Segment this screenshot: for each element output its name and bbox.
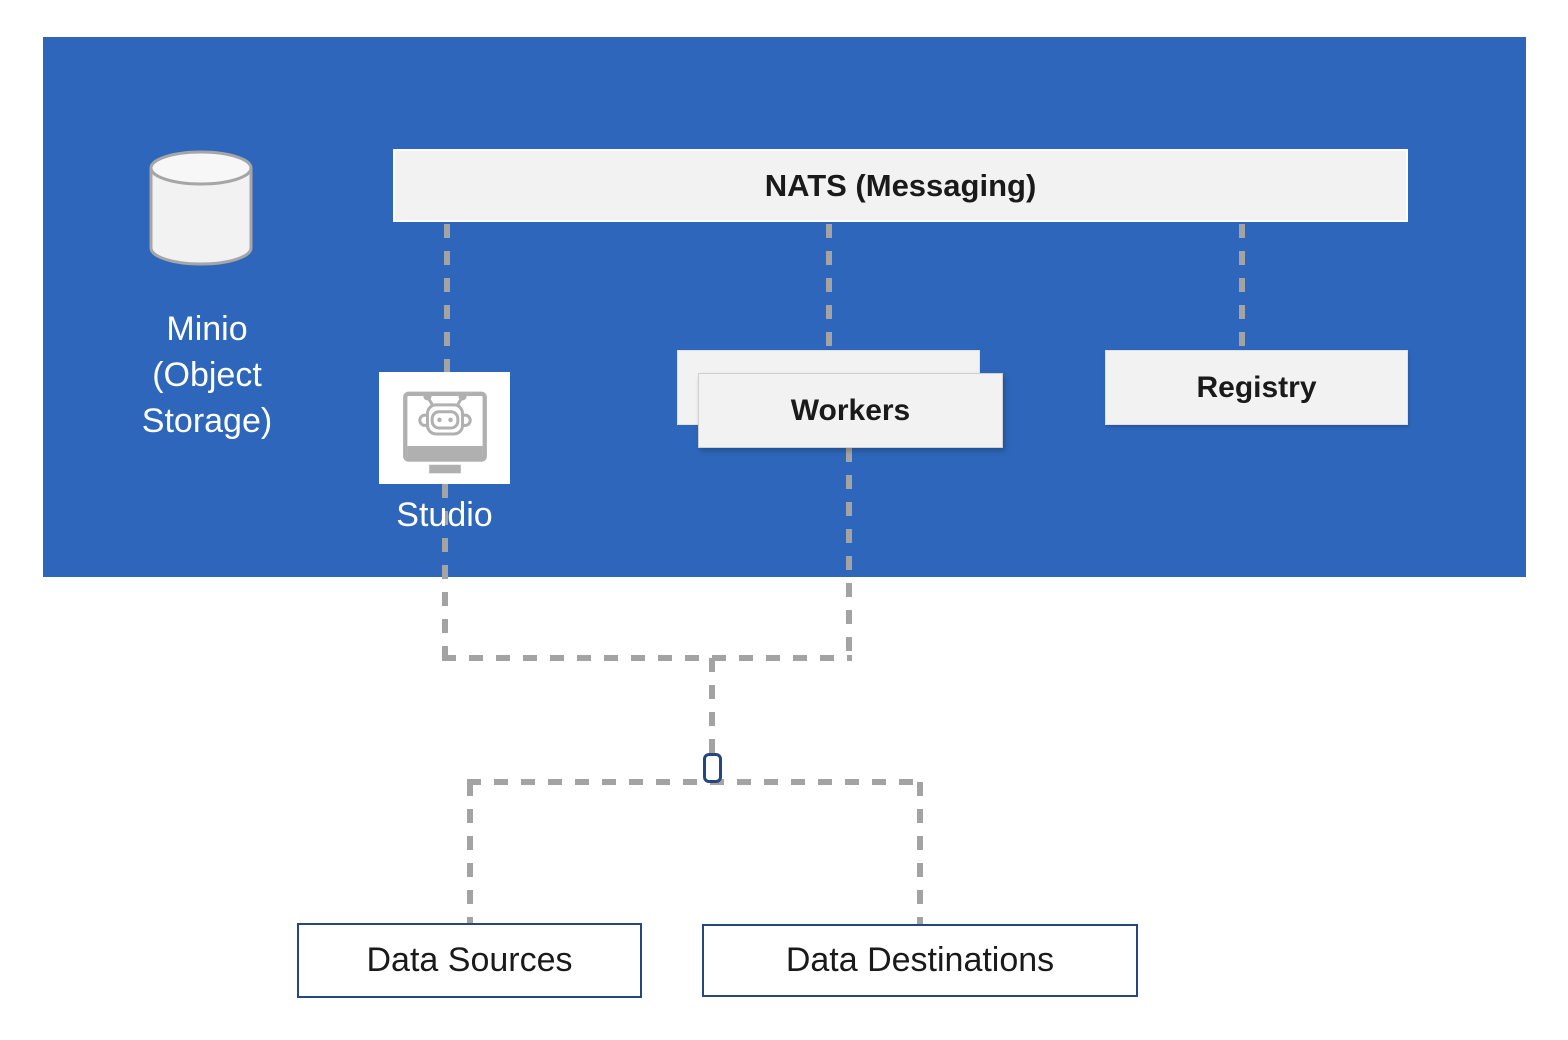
connector-workers-down: [846, 448, 852, 658]
connector-middle-down: [709, 658, 715, 756]
registry-label: Registry: [1196, 370, 1317, 404]
connector-to-data-destinations: [917, 782, 923, 924]
data-sources-box: Data Sources: [297, 923, 642, 998]
connector-join-horizontal-1: [442, 655, 852, 661]
nats-messaging-box: NATS (Messaging): [393, 149, 1408, 222]
junction-node-icon: [703, 753, 722, 783]
data-sources-label: Data Sources: [366, 941, 573, 979]
data-destinations-label: Data Destinations: [785, 941, 1055, 979]
connector-studio-down: [442, 484, 448, 658]
data-destinations-box: Data Destinations: [702, 924, 1138, 997]
database-cylinder-icon: [149, 150, 253, 266]
registry-box: Registry: [1105, 350, 1408, 425]
minio-label-line-3: Storage): [141, 402, 273, 440]
platform-panel: [43, 37, 1526, 577]
connector-nats-registry: [1239, 224, 1245, 350]
studio-label: Studio: [396, 496, 493, 534]
workers-box: Workers: [698, 373, 1003, 448]
minio-label-line-1: Minio: [166, 310, 248, 348]
connector-to-data-sources: [467, 782, 473, 923]
connector-nats-studio: [444, 224, 450, 372]
workers-label: Workers: [790, 393, 911, 427]
nats-label: NATS (Messaging): [764, 167, 1037, 203]
minio-label-line-2: (Object: [152, 356, 262, 394]
connector-join-horizontal-2: [467, 779, 923, 785]
robot-monitor-icon: [402, 391, 487, 474]
minio-label: Minio (Object Storage): [92, 306, 322, 444]
connector-nats-workers: [826, 224, 832, 350]
studio-box: [379, 372, 510, 484]
